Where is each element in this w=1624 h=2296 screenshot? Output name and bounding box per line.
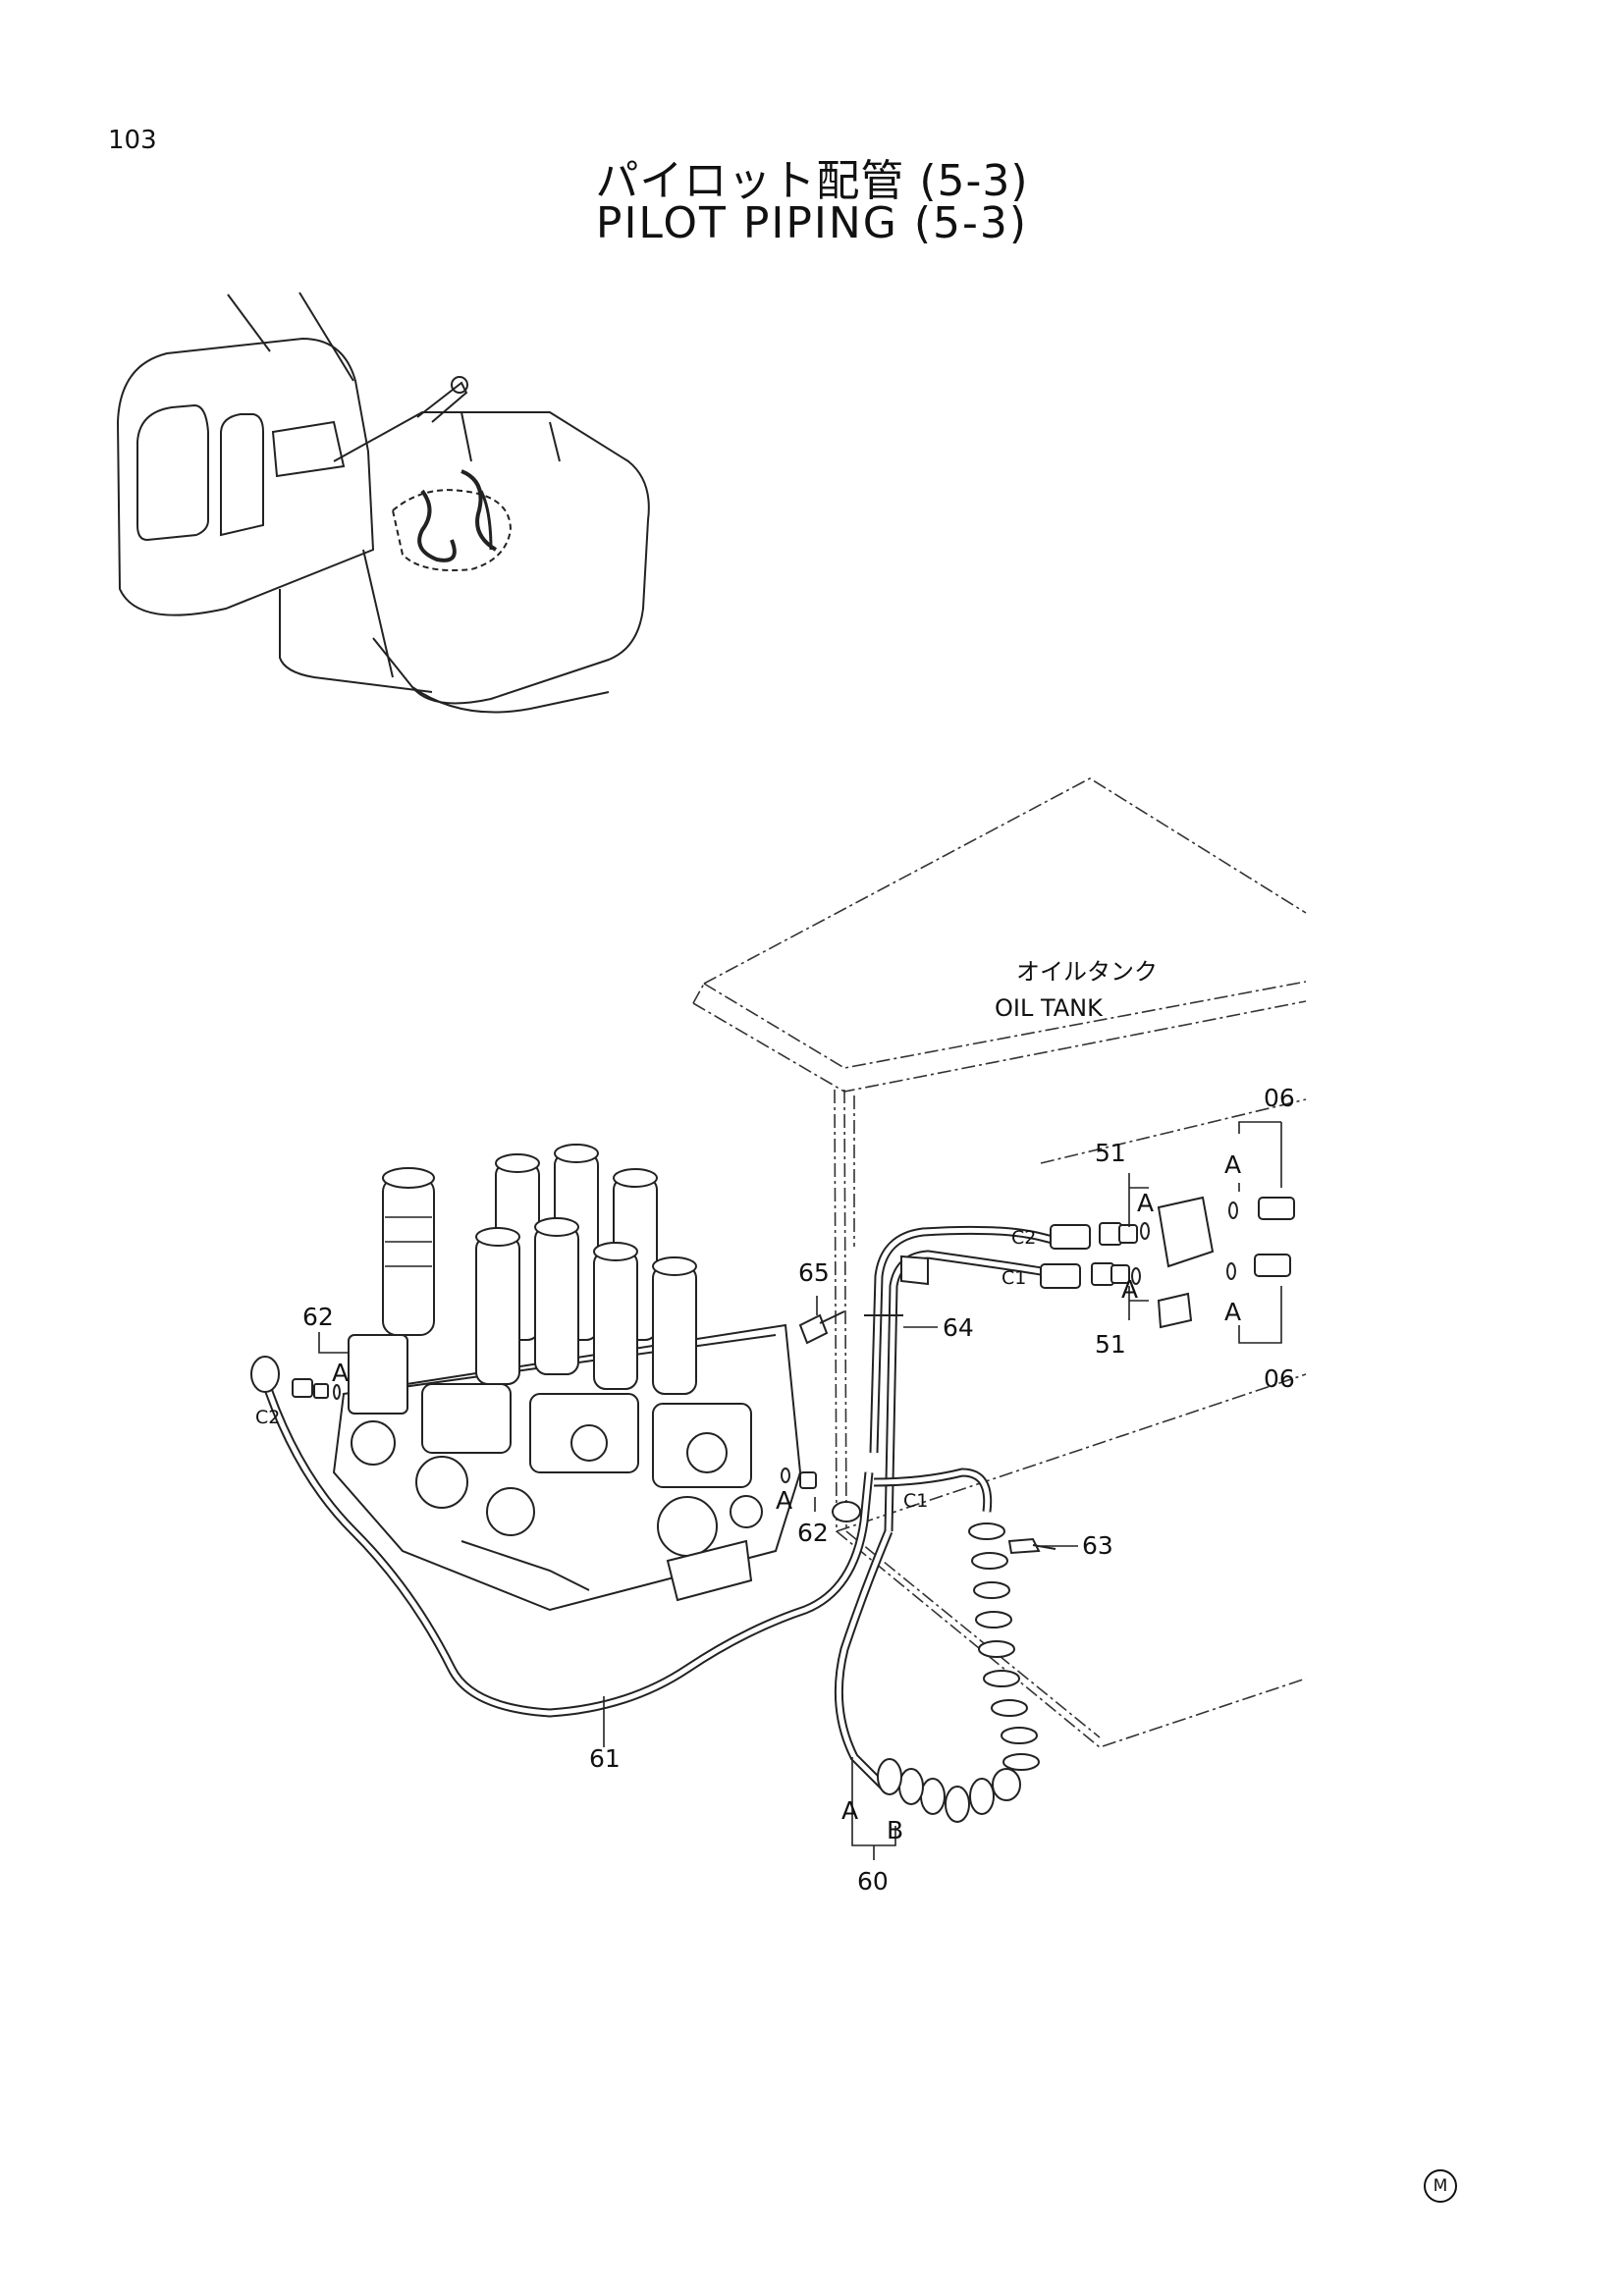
valve-left-fittings xyxy=(250,1356,341,1400)
callout-63: 63 xyxy=(1082,1531,1113,1560)
callout-60: 60 xyxy=(857,1867,889,1896)
callout-06-bottom: 06 xyxy=(1264,1364,1295,1393)
callout-51-bottom: 51 xyxy=(1095,1330,1126,1359)
letter-a-06-bottom: A xyxy=(1224,1298,1241,1326)
callout-64: 64 xyxy=(943,1313,974,1342)
port-label-c1-lower: C1 xyxy=(903,1490,928,1512)
page-number: 103 xyxy=(108,126,157,155)
tank-fittings xyxy=(900,1196,1295,1329)
port-label-c1-upper: C1 xyxy=(1001,1267,1026,1289)
oil-tank-outline xyxy=(692,777,1307,1748)
callout-51-top: 51 xyxy=(1095,1139,1126,1167)
spiral-hose-protector xyxy=(877,1522,1040,1823)
callout-06-top: 06 xyxy=(1264,1084,1295,1112)
copyright-mark: M xyxy=(1424,2169,1457,2203)
port-label-c2-left: C2 xyxy=(255,1407,280,1428)
callout-62-left: 62 xyxy=(302,1303,334,1331)
clamp-63 xyxy=(1007,1537,1056,1555)
port-label-c2-upper: C2 xyxy=(1011,1227,1036,1249)
leader-lines xyxy=(318,1121,1282,1860)
letter-b-60: B xyxy=(887,1816,903,1844)
letter-a-62-right: A xyxy=(776,1486,792,1515)
letter-a-06-top: A xyxy=(1224,1150,1241,1179)
callout-61: 61 xyxy=(589,1744,621,1773)
page-title-japanese: パイロット配管 (5-3) xyxy=(595,156,1029,206)
callout-62-right: 62 xyxy=(797,1519,829,1547)
valve-right-fittings xyxy=(781,1468,861,1522)
letter-a-51-bottom: A xyxy=(1121,1275,1138,1304)
letter-a-60: A xyxy=(841,1796,858,1825)
letter-a-62-left: A xyxy=(332,1359,349,1387)
oil-tank-label-english: OIL TANK xyxy=(995,994,1104,1022)
bolt-65 xyxy=(798,1310,845,1345)
callout-65: 65 xyxy=(798,1258,830,1287)
oil-tank-label-japanese: オイルタンク xyxy=(1016,958,1158,986)
diagram-labels: オイルタンク OIL TANK 06 06 51 51 60 61 62 62 … xyxy=(255,958,1295,1896)
control-valve-assembly xyxy=(332,1144,802,1612)
pilot-hoses xyxy=(258,1225,1062,1790)
excavator-overview-inset xyxy=(116,292,650,714)
page-title-english: PILOT PIPING (5-3) xyxy=(595,198,1029,248)
letter-a-51-top: A xyxy=(1137,1189,1154,1217)
